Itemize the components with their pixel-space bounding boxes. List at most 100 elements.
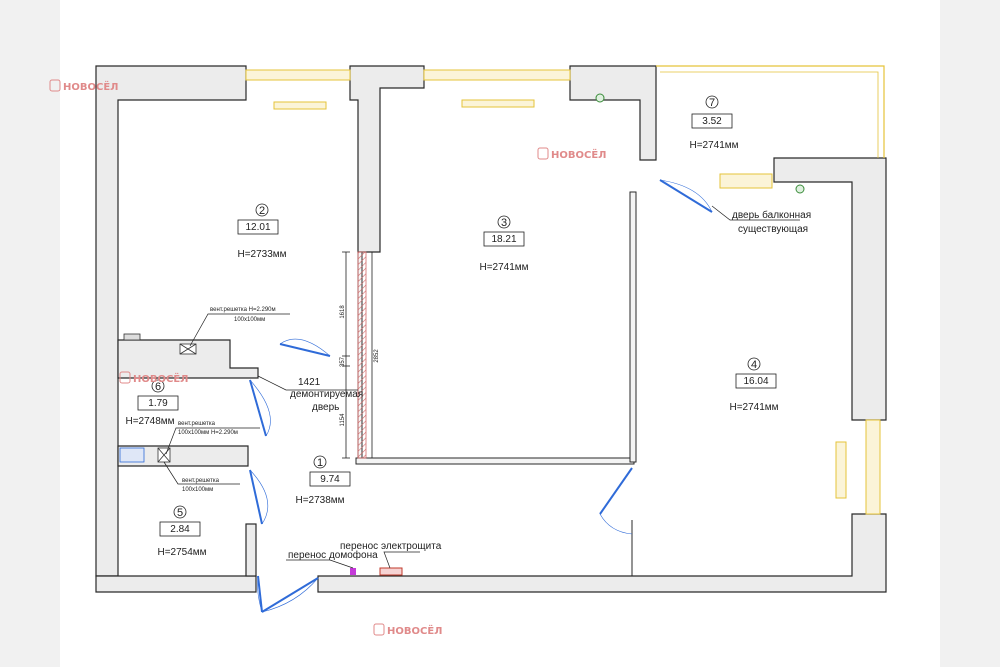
room-1-height: H=2738мм xyxy=(295,495,344,506)
room-2-area: 12.01 xyxy=(245,222,270,233)
room-3-marker xyxy=(497,215,511,229)
dim-357: 357 xyxy=(340,356,346,367)
room-5-number: 5 xyxy=(177,507,183,519)
walls xyxy=(95,65,887,593)
balcony-door-label1: дверь балконная xyxy=(732,209,811,221)
electrical-panel-marker xyxy=(379,567,403,576)
doors xyxy=(249,179,713,613)
room-1-marker xyxy=(313,455,327,469)
room-5-height: H=2754мм xyxy=(157,547,206,558)
balcony-door-frame xyxy=(719,173,773,189)
windows xyxy=(245,69,881,515)
room-7-marker xyxy=(705,95,719,109)
room-4-area-box xyxy=(735,373,777,389)
demolished-partition xyxy=(357,251,367,459)
window-room2 xyxy=(245,69,351,81)
room-5-area: 2.84 xyxy=(170,524,190,535)
watermark-1: НОВОСЁЛ xyxy=(49,79,118,93)
radiator-room4 xyxy=(835,441,847,499)
wall-bottom-left xyxy=(95,575,257,593)
door-remove-dim: 1421 xyxy=(298,377,321,388)
intercom-marker xyxy=(350,568,356,575)
watermark-2: НОВОСЁЛ xyxy=(537,147,606,161)
room-3-number: 3 xyxy=(501,217,507,229)
door-entrance-leaf1 xyxy=(257,575,263,613)
room-6-area: 1.79 xyxy=(148,398,168,409)
room-7-number: 7 xyxy=(709,97,715,109)
room-2-height: H=2733мм xyxy=(237,249,286,260)
window-room3 xyxy=(423,69,571,81)
watermark-3: НОВОСЁЛ xyxy=(119,371,188,385)
dim-1618: 1618 xyxy=(340,305,346,319)
wall-bath-divider xyxy=(117,445,249,467)
drawing-sheet xyxy=(60,0,940,667)
wall-vent-block xyxy=(117,339,259,379)
leader-lines xyxy=(163,205,800,569)
room-7-area-box xyxy=(691,113,733,129)
door-balcony xyxy=(659,179,713,213)
room-4-height: H=2741мм xyxy=(729,402,778,413)
panel-move-label: перенос электрощита xyxy=(340,541,442,552)
vent3-line1: вент.решетка xyxy=(182,478,220,484)
radiator-room3 xyxy=(461,99,535,108)
room-6-number: 6 xyxy=(155,381,161,393)
wall-room2-room3 xyxy=(349,65,425,253)
door-remove-label1: демонтируемая xyxy=(290,389,363,400)
dimensions xyxy=(342,251,373,459)
room-6-height: H=2748мм xyxy=(125,416,174,427)
room-4-marker xyxy=(747,357,761,371)
room-5-area-box xyxy=(159,521,201,537)
window-room4 xyxy=(865,419,881,515)
door-entrance-leaf2 xyxy=(261,577,319,613)
svg-text:НОВОСЁЛ: НОВОСЁЛ xyxy=(133,371,188,385)
room-2-marker xyxy=(255,203,269,217)
door-remove-label2: дверь xyxy=(312,402,339,413)
vent-grilles xyxy=(119,333,197,463)
door-room2 xyxy=(279,343,331,357)
svg-text:НОВОСЁЛ: НОВОСЁЛ xyxy=(63,79,118,93)
balcony-rail xyxy=(660,71,879,158)
vent2-line1: вент.решетка xyxy=(178,421,216,427)
pipe-marker-2 xyxy=(795,184,805,194)
wall-left xyxy=(95,65,247,577)
balcony-door-label2: существующая xyxy=(738,224,808,235)
room-4-area: 16.04 xyxy=(743,376,768,387)
svg-text:НОВОСЁЛ: НОВОСЁЛ xyxy=(387,623,442,637)
room-3-area-box xyxy=(483,231,525,247)
watermark-4: НОВОСЁЛ xyxy=(373,623,442,637)
partitions xyxy=(355,191,637,576)
vent1-line2: 100х100мм xyxy=(234,317,265,323)
door-bath5 xyxy=(249,469,263,525)
room-1-area-box xyxy=(309,471,351,487)
door-swings xyxy=(249,179,713,613)
door-bath6 xyxy=(249,379,267,437)
balcony-outline xyxy=(656,65,885,158)
vent1-line1: вент.решетка H=2.290м xyxy=(210,307,276,313)
room-2-number: 2 xyxy=(259,205,265,217)
room-4-number: 4 xyxy=(751,359,757,371)
room-7-height: H=2741мм xyxy=(689,140,738,151)
dim-1154: 1154 xyxy=(340,413,346,427)
room-3-area: 18.21 xyxy=(491,234,516,245)
room-2-area-box xyxy=(237,219,279,235)
vent2-line2: 100х100мм H=2.290м xyxy=(178,430,238,436)
svg-text:НОВОСЁЛ: НОВОСЁЛ xyxy=(551,147,606,161)
room-6-marker xyxy=(151,379,165,393)
wall-bottom-right xyxy=(317,513,887,593)
door-room4 xyxy=(599,467,633,515)
room-1-area: 9.74 xyxy=(320,474,340,485)
watermarks: НОВОСЁЛ НОВОСЁЛ НОВОСЁЛ НОВОСЁЛ xyxy=(49,79,606,637)
room-5-marker xyxy=(173,505,187,519)
room-6-area-box xyxy=(137,395,179,411)
room-labels: 19.74H=2738мм212.01H=2733мм318.21H=2741м… xyxy=(125,95,779,558)
radiator-room2 xyxy=(273,101,327,110)
room-7-area: 3.52 xyxy=(702,116,722,127)
vent3-line2: 100х100мм xyxy=(182,487,213,493)
room-3-height: H=2741мм xyxy=(479,262,528,273)
wall-room3-right xyxy=(569,65,657,161)
pipe-marker xyxy=(595,93,605,103)
intercom-move-label: перенос домофона xyxy=(288,549,378,561)
room-1-number: 1 xyxy=(317,457,323,469)
dim-2852: 2852 xyxy=(374,349,380,363)
